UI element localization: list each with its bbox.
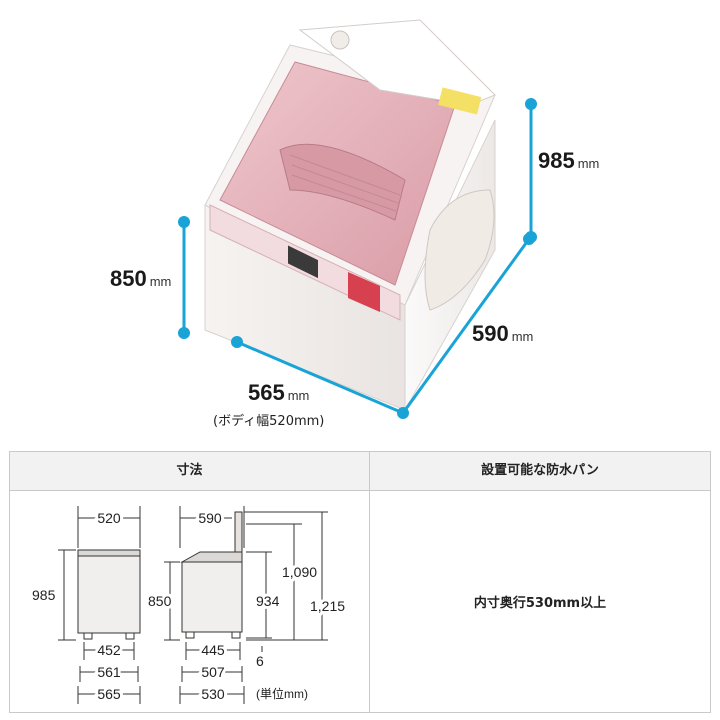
- side-inner-height: 934: [256, 593, 280, 609]
- header-waterproof-pan: 設置可能な防水パン: [481, 463, 599, 478]
- technical-drawing: 520 985 452 561 565 590 850 934 1,090 1,…: [29, 506, 348, 705]
- dim-body-width-note: (ボディ幅520mm): [213, 414, 325, 429]
- washer-side-hose: [424, 189, 495, 311]
- side-left-height: 850: [148, 593, 172, 609]
- dim-line-590: [401, 238, 531, 414]
- column-divider: [369, 452, 370, 712]
- dim-value: 850: [110, 266, 147, 291]
- front-top-width: 520: [97, 510, 121, 526]
- header-dimensions: 寸法: [176, 463, 203, 478]
- front-height: 985: [32, 587, 56, 603]
- dim-value: 985: [538, 148, 575, 173]
- dim-unit: mm: [287, 388, 310, 403]
- dim-value: 590: [472, 321, 509, 346]
- side-view-body: [181, 561, 243, 633]
- side-bottom-3: 530: [201, 686, 225, 702]
- washer-lid-handle: [279, 143, 406, 221]
- dim-unit: mm: [577, 156, 600, 171]
- pan-requirement: 内寸奥行530mm以上: [473, 595, 607, 611]
- front-bottom-3: 565: [97, 686, 121, 702]
- washer-illustration: [178, 19, 537, 419]
- dim-value: 565: [248, 380, 285, 405]
- washer-warning-label: [438, 87, 482, 115]
- dim-unit: mm: [511, 329, 534, 344]
- front-bottom-2: 561: [97, 664, 121, 680]
- washer-display: [288, 245, 318, 279]
- side-top-depth: 590: [198, 510, 222, 526]
- front-view-body: [77, 552, 141, 634]
- side-bottom-2: 507: [201, 664, 225, 680]
- side-bottom-1: 445: [201, 642, 225, 658]
- washer-inlet: [330, 30, 350, 50]
- spec-table: 寸法 設置可能な防水パン 内寸奥行530mm以上: [9, 451, 711, 713]
- front-bottom-1: 452: [97, 642, 121, 658]
- dim-line-565: [236, 340, 404, 415]
- side-foot-gap: 6: [256, 653, 264, 669]
- side-height-1215: 1,215: [310, 598, 345, 614]
- dimension-lines: [178, 98, 537, 419]
- unit-note: (単位mm): [256, 686, 308, 701]
- dim-unit: mm: [149, 274, 172, 289]
- side-height-1090: 1,090: [282, 564, 317, 580]
- washer-start-button: [348, 272, 380, 312]
- spec-table-header: 寸法 設置可能な防水パン: [10, 452, 710, 491]
